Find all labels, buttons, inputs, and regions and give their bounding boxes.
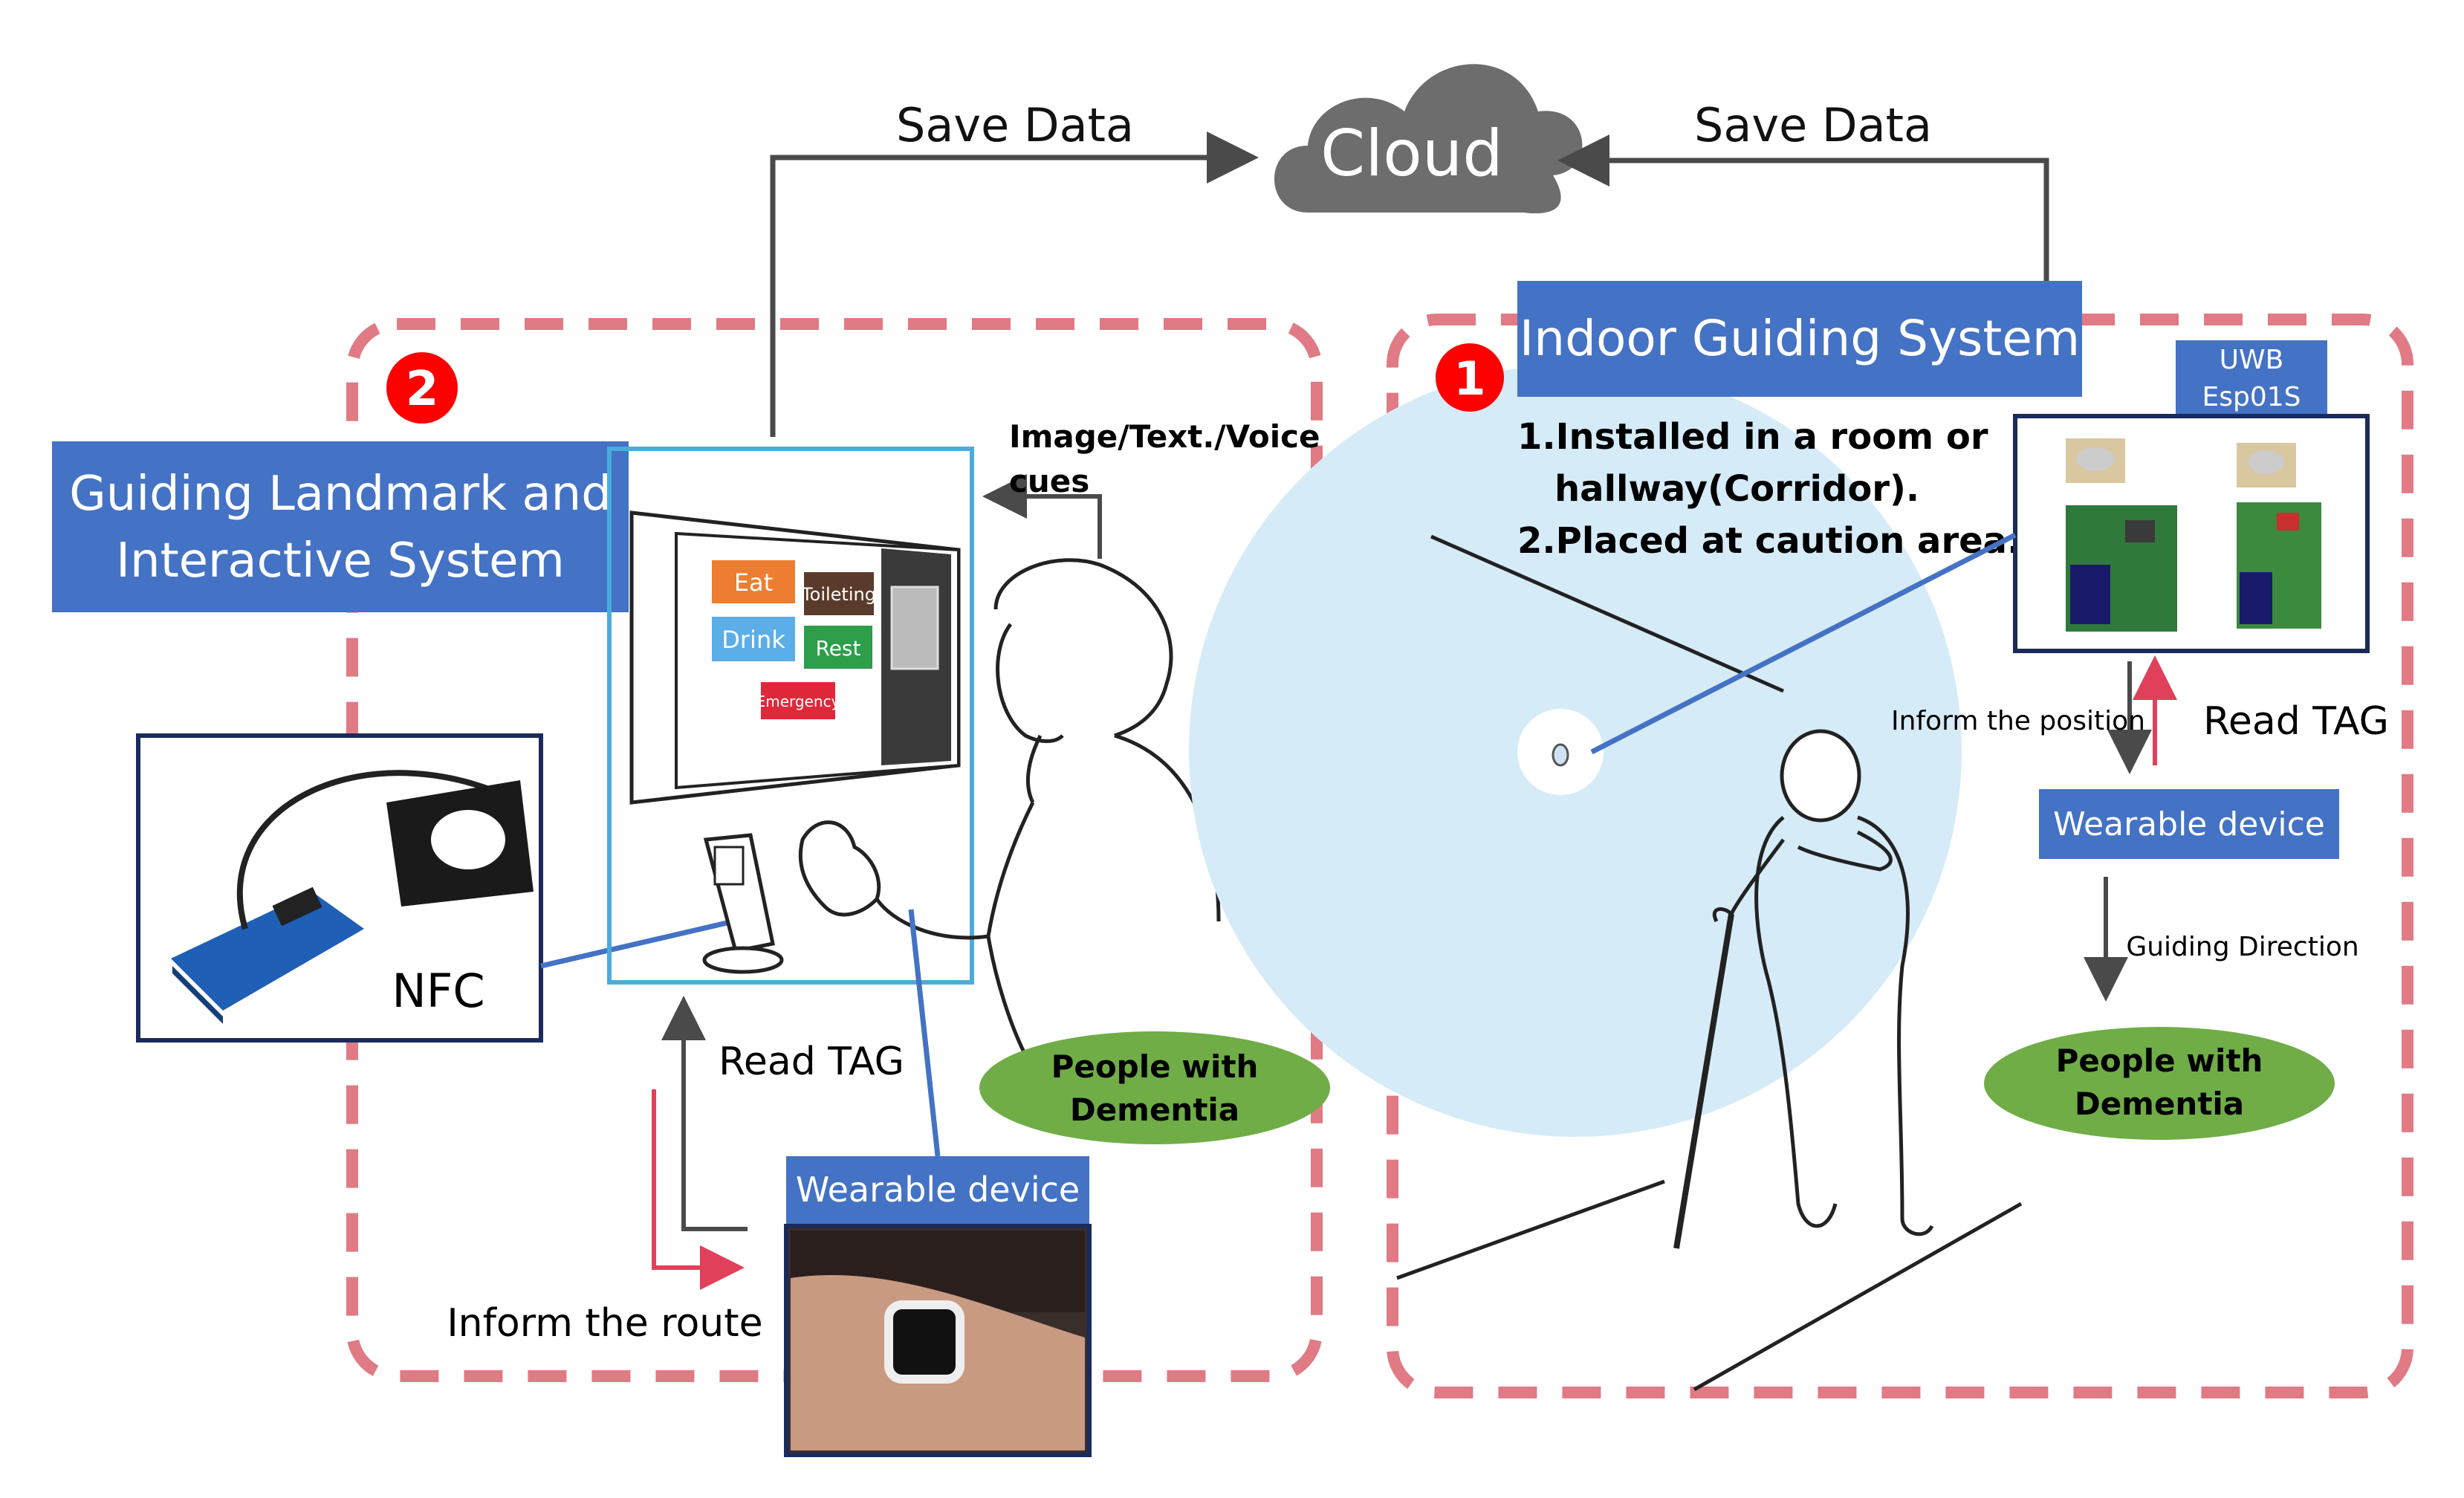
touch-icon: [890, 586, 939, 670]
svg-text:Toileting: Toileting: [801, 584, 876, 605]
nfc-board-icon: [171, 770, 534, 1024]
uwb-board-icon-1: [2066, 438, 2177, 632]
read-tag-arrow-left: [661, 996, 748, 1231]
svg-text:Esp01S: Esp01S: [2202, 382, 2301, 412]
elderly-person-icon: [1673, 729, 1934, 1249]
svg-text:1: 1: [1453, 351, 1485, 406]
wearable-photo: [784, 1224, 1092, 1457]
uwb-label-box: UWB Esp01S: [2176, 340, 2327, 415]
wearable-label-box-left: Wearable device: [786, 1156, 1089, 1226]
svg-text:People with: People with: [2056, 1043, 2263, 1079]
hand-icon: [798, 820, 881, 917]
corridor-lines: [1396, 534, 2023, 1392]
nfc-reader-icon: [702, 833, 784, 974]
cues-label-line1: Image/Text./Voice: [1009, 418, 1320, 455]
svg-text:Indoor Guiding System: Indoor Guiding System: [1520, 310, 2080, 367]
uwb-board-icon-2: [2237, 443, 2321, 629]
svg-text:Wearable device: Wearable device: [2053, 805, 2325, 843]
read-tag-label-right: Read TAG: [2203, 699, 2389, 744]
svg-text:Eat: Eat: [734, 568, 773, 597]
people-ellipse-left: People with Dementia: [979, 1031, 1330, 1144]
install-note-line1: 1.Installed in a room or: [1517, 416, 1988, 458]
kiosk-frame: [607, 447, 974, 985]
cues-label-line2: cues: [1009, 463, 1089, 499]
inform-route-label: Inform the route: [447, 1301, 762, 1346]
read-tag-label-left: Read TAG: [719, 1040, 904, 1084]
inform-position-label: Inform the position: [1891, 706, 2145, 736]
svg-text:Dementia: Dementia: [2075, 1086, 2244, 1122]
uwb-photo: [2013, 414, 2370, 653]
smartwatch-icon: [884, 1300, 964, 1384]
left-title-box: Guiding Landmark and Interactive System: [52, 441, 629, 612]
save-data-arrow-left: [770, 132, 1259, 437]
svg-text:2: 2: [406, 362, 439, 417]
screen-button-toileting: Toileting: [801, 572, 876, 615]
right-title-box: Indoor Guiding System: [1517, 281, 2082, 397]
left-title-line2: Interactive System: [116, 534, 565, 588]
tag-icon: [1552, 743, 1569, 767]
save-data-arrow-right: [1557, 134, 2049, 282]
save-data-label-left: Save Data: [896, 98, 1134, 152]
install-note-line2: hallway(Corridor).: [1554, 468, 1919, 510]
svg-text:Drink: Drink: [722, 626, 785, 654]
inform-route-arrow: [652, 1089, 745, 1290]
nfc-box: NFC: [136, 733, 543, 1043]
badge-1: 1: [1436, 343, 1504, 412]
screen-button-drink: Drink: [712, 617, 795, 661]
cues-arrow: [982, 474, 1102, 559]
cloud-icon: [1274, 64, 1583, 214]
svg-text:Wearable device: Wearable device: [796, 1170, 1080, 1210]
screen-button-emergency: Emergency: [756, 682, 840, 719]
wearable-connector-line: [908, 909, 941, 1157]
svg-text:Rest: Rest: [816, 636, 861, 661]
svg-text:UWB: UWB: [2220, 345, 2284, 375]
save-data-label-right: Save Data: [1694, 98, 1932, 152]
svg-text:People with: People with: [1051, 1048, 1259, 1085]
badge-2: 2: [386, 352, 458, 424]
guiding-direction-label: Guiding Direction: [2126, 932, 2358, 962]
wearable-label-box-right: Wearable device: [2039, 789, 2339, 859]
left-title-line1: Guiding Landmark and: [69, 467, 612, 522]
cloud-label: Cloud: [1320, 117, 1503, 191]
uwb-connector-line: [1590, 532, 2017, 755]
screen-button-eat: Eat: [712, 560, 795, 603]
nfc-label: NFC: [392, 964, 484, 1018]
screen-button-rest: Rest: [804, 626, 872, 669]
svg-text:Emergency: Emergency: [756, 693, 840, 710]
people-ellipse-right: People with Dementia: [1984, 1027, 2335, 1140]
svg-text:Dementia: Dementia: [1070, 1092, 1239, 1128]
install-note-line3: 2.Placed at caution area.: [1517, 520, 2020, 562]
